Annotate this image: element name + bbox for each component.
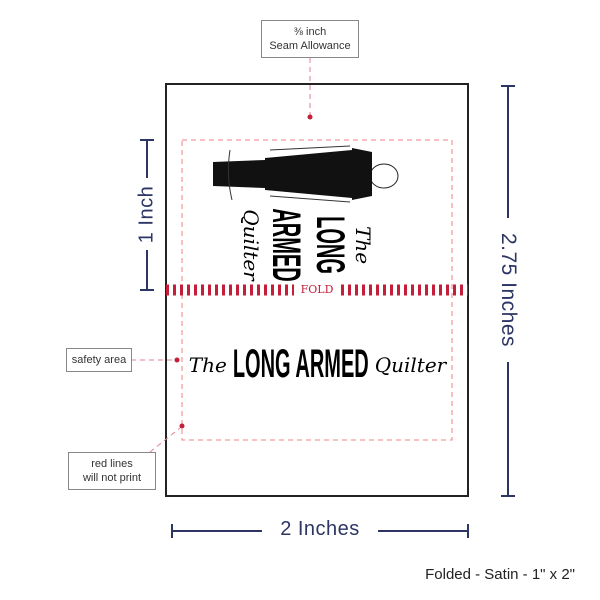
red-lines-line2: will not print: [82, 472, 142, 484]
red-lines-leader-line: [149, 427, 181, 453]
width-dimension: 2 Inches: [280, 518, 360, 540]
red-lines-callout: red lines will not print: [68, 452, 156, 490]
total-height-dimension: 2.75 Inches: [497, 232, 520, 348]
fold-height-dimension: 1 Inch: [135, 185, 158, 244]
label-back-text: The LONG ARMED Quilter: [232, 207, 382, 283]
seam-allowance-callout: ⅜ inch Seam Allowance: [261, 20, 359, 58]
red-lines-line1: red lines: [91, 458, 133, 470]
fold-label: FOLD: [300, 283, 334, 296]
label-the: The: [188, 353, 227, 377]
label-main-title-rotated: LONG ARMED: [263, 208, 351, 282]
caption: Folded - Satin - 1" x 2": [425, 566, 575, 583]
label-quilter-rotated: Quilter: [239, 209, 263, 281]
label-quilter: Quilter: [374, 353, 447, 377]
label-main-title: LONG ARMED: [232, 343, 369, 387]
label-front-text: The LONG ARMED Quilter: [188, 335, 447, 395]
label-the-rotated: The: [351, 225, 375, 265]
seam-label-line1: ⅜ inch: [293, 26, 327, 38]
safety-area-callout: safety area: [66, 348, 132, 372]
seam-label-line2: Seam Allowance: [269, 40, 351, 52]
quilter-figure-illustration: [213, 145, 399, 203]
